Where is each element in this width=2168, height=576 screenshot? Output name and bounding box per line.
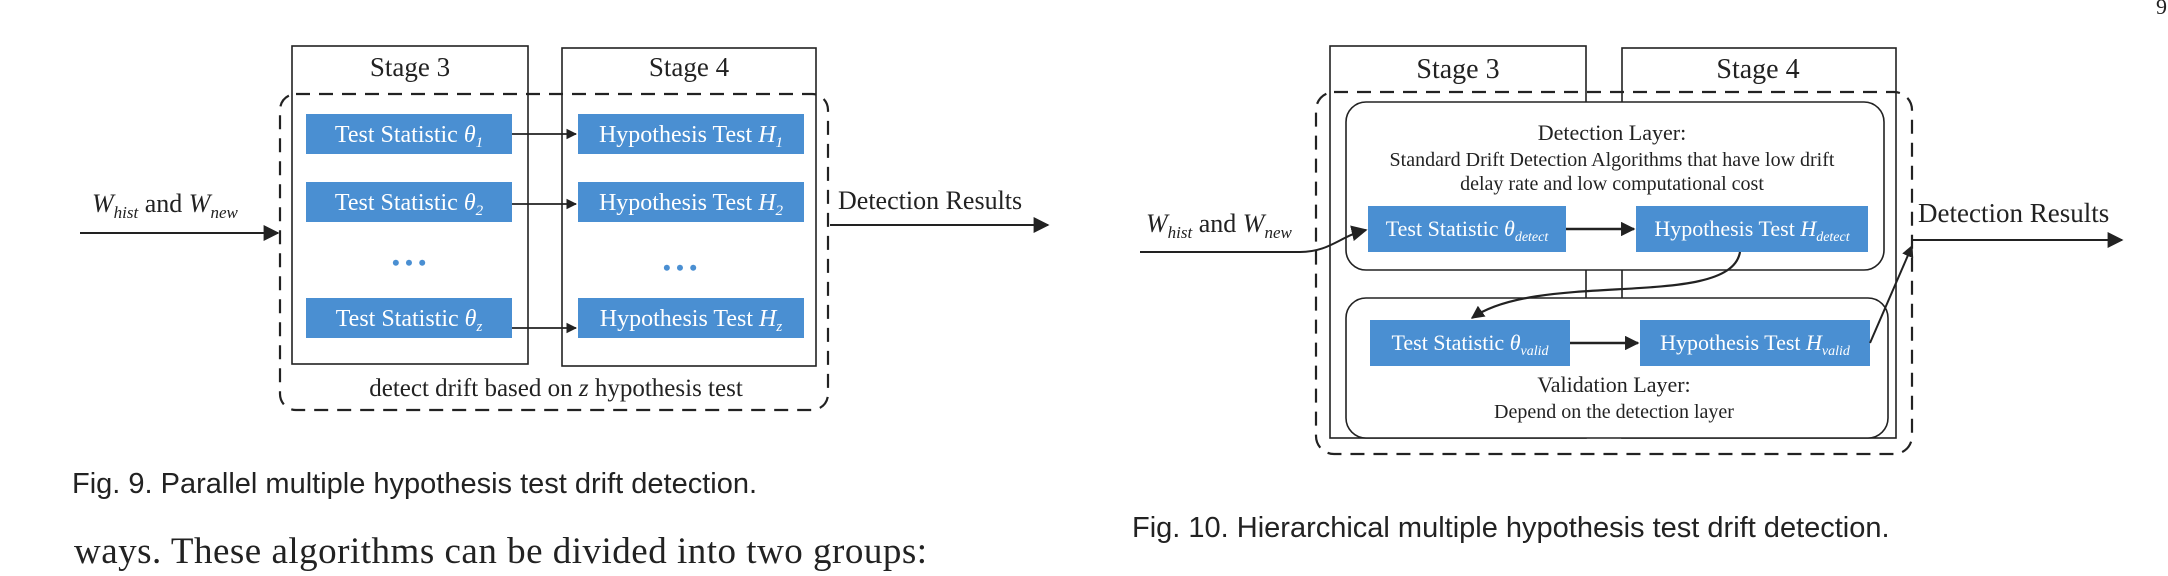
fig9-stage3-box <box>291 45 529 365</box>
fig10-detect-hyp-box <box>1636 206 1868 252</box>
fig9-hyp-box-3 <box>578 298 804 338</box>
fig10-stage4-label: Stage 4 <box>1716 54 1799 85</box>
fig10-detection-line2: delay rate and low computational cost <box>1460 173 1764 195</box>
fig9-hyp-box-2 <box>578 182 804 222</box>
fig10-valid-hyp-text: Hypothesis Test Hvalid <box>1660 330 1851 359</box>
body-paragraph: ways. These algorithms can be divided in… <box>74 531 928 572</box>
fig10-valid-output-arrow <box>1869 244 1914 344</box>
fig9-input-label: Whist and Wnew <box>92 189 238 222</box>
fig10-detection-title: Detection Layer: <box>1538 120 1686 145</box>
fig9-ellipsis-left: • • • <box>392 250 426 275</box>
fig9-stat-box-1 <box>306 114 512 154</box>
fig9-stat-box-2 <box>306 182 512 222</box>
fig9-dashed-container <box>278 92 830 412</box>
fig10-detect-hyp-text: Hypothesis Test Hdetect <box>1654 216 1850 245</box>
fig10-detect-stat-text: Test Statistic θdetect <box>1386 216 1550 245</box>
fig10-valid-hyp-box <box>1640 320 1870 366</box>
fig9-stat-box-3 <box>306 298 512 338</box>
fig9-hyp-box-1 <box>578 114 804 154</box>
fig10-input-label: Whist and Wnew <box>1146 209 1292 242</box>
fig10-curve-arrow <box>1470 251 1742 319</box>
fig9-hyp-text-1: Hypothesis Test H1 <box>599 122 783 151</box>
fig9-hyp-text-3: Hypothesis Test Hz <box>600 306 783 335</box>
fig10-caption: Fig. 10. Hierarchical multiple hypothesi… <box>1132 512 1890 544</box>
fig10-stage3-label: Stage 3 <box>1416 54 1499 85</box>
fig10-valid-stat-text: Test Statistic θvalid <box>1391 330 1549 359</box>
fig9-diagram: Stage 3 Stage 4 Whist and Wnew Detection… <box>80 45 1050 412</box>
fig9-stage4-label: Stage 4 <box>649 52 730 82</box>
fig9-stage3-label: Stage 3 <box>370 52 450 82</box>
fig10-valid-stat-box <box>1370 320 1570 366</box>
fig10-detect-stat-box <box>1368 206 1566 252</box>
fig9-caption: Fig. 9. Parallel multiple hypothesis tes… <box>72 468 758 500</box>
fig10-validation-title: Validation Layer: <box>1537 372 1690 397</box>
fig10-detection-line1: Standard Drift Detection Algorithms that… <box>1390 149 1835 171</box>
fig9-bottom-label: detect drift based on z hypothesis test <box>369 375 743 402</box>
fig9-stat-text-3: Test Statistic θz <box>336 306 483 335</box>
fig9-hyp-text-2: Hypothesis Test H2 <box>599 190 784 219</box>
fig10-output-label: Detection Results <box>1918 198 2109 228</box>
fig9-stat-text-1: Test Statistic θ1 <box>335 122 483 151</box>
fig10-dashed-container <box>1314 90 1914 456</box>
fig10-diagram: Stage 3 Stage 4 Detection Layer: Standar… <box>1140 45 2124 456</box>
fig9-stat-text-2: Test Statistic θ2 <box>335 190 484 219</box>
fig9-ellipsis-right: • • • <box>663 255 697 280</box>
fig9-stage4-box <box>561 47 817 367</box>
page-number: 9 <box>2156 0 2167 19</box>
fig9-output-label: Detection Results <box>838 186 1022 215</box>
fig10-input-arrow <box>1140 225 1368 253</box>
fig10-validation-line1: Depend on the detection layer <box>1494 401 1734 423</box>
